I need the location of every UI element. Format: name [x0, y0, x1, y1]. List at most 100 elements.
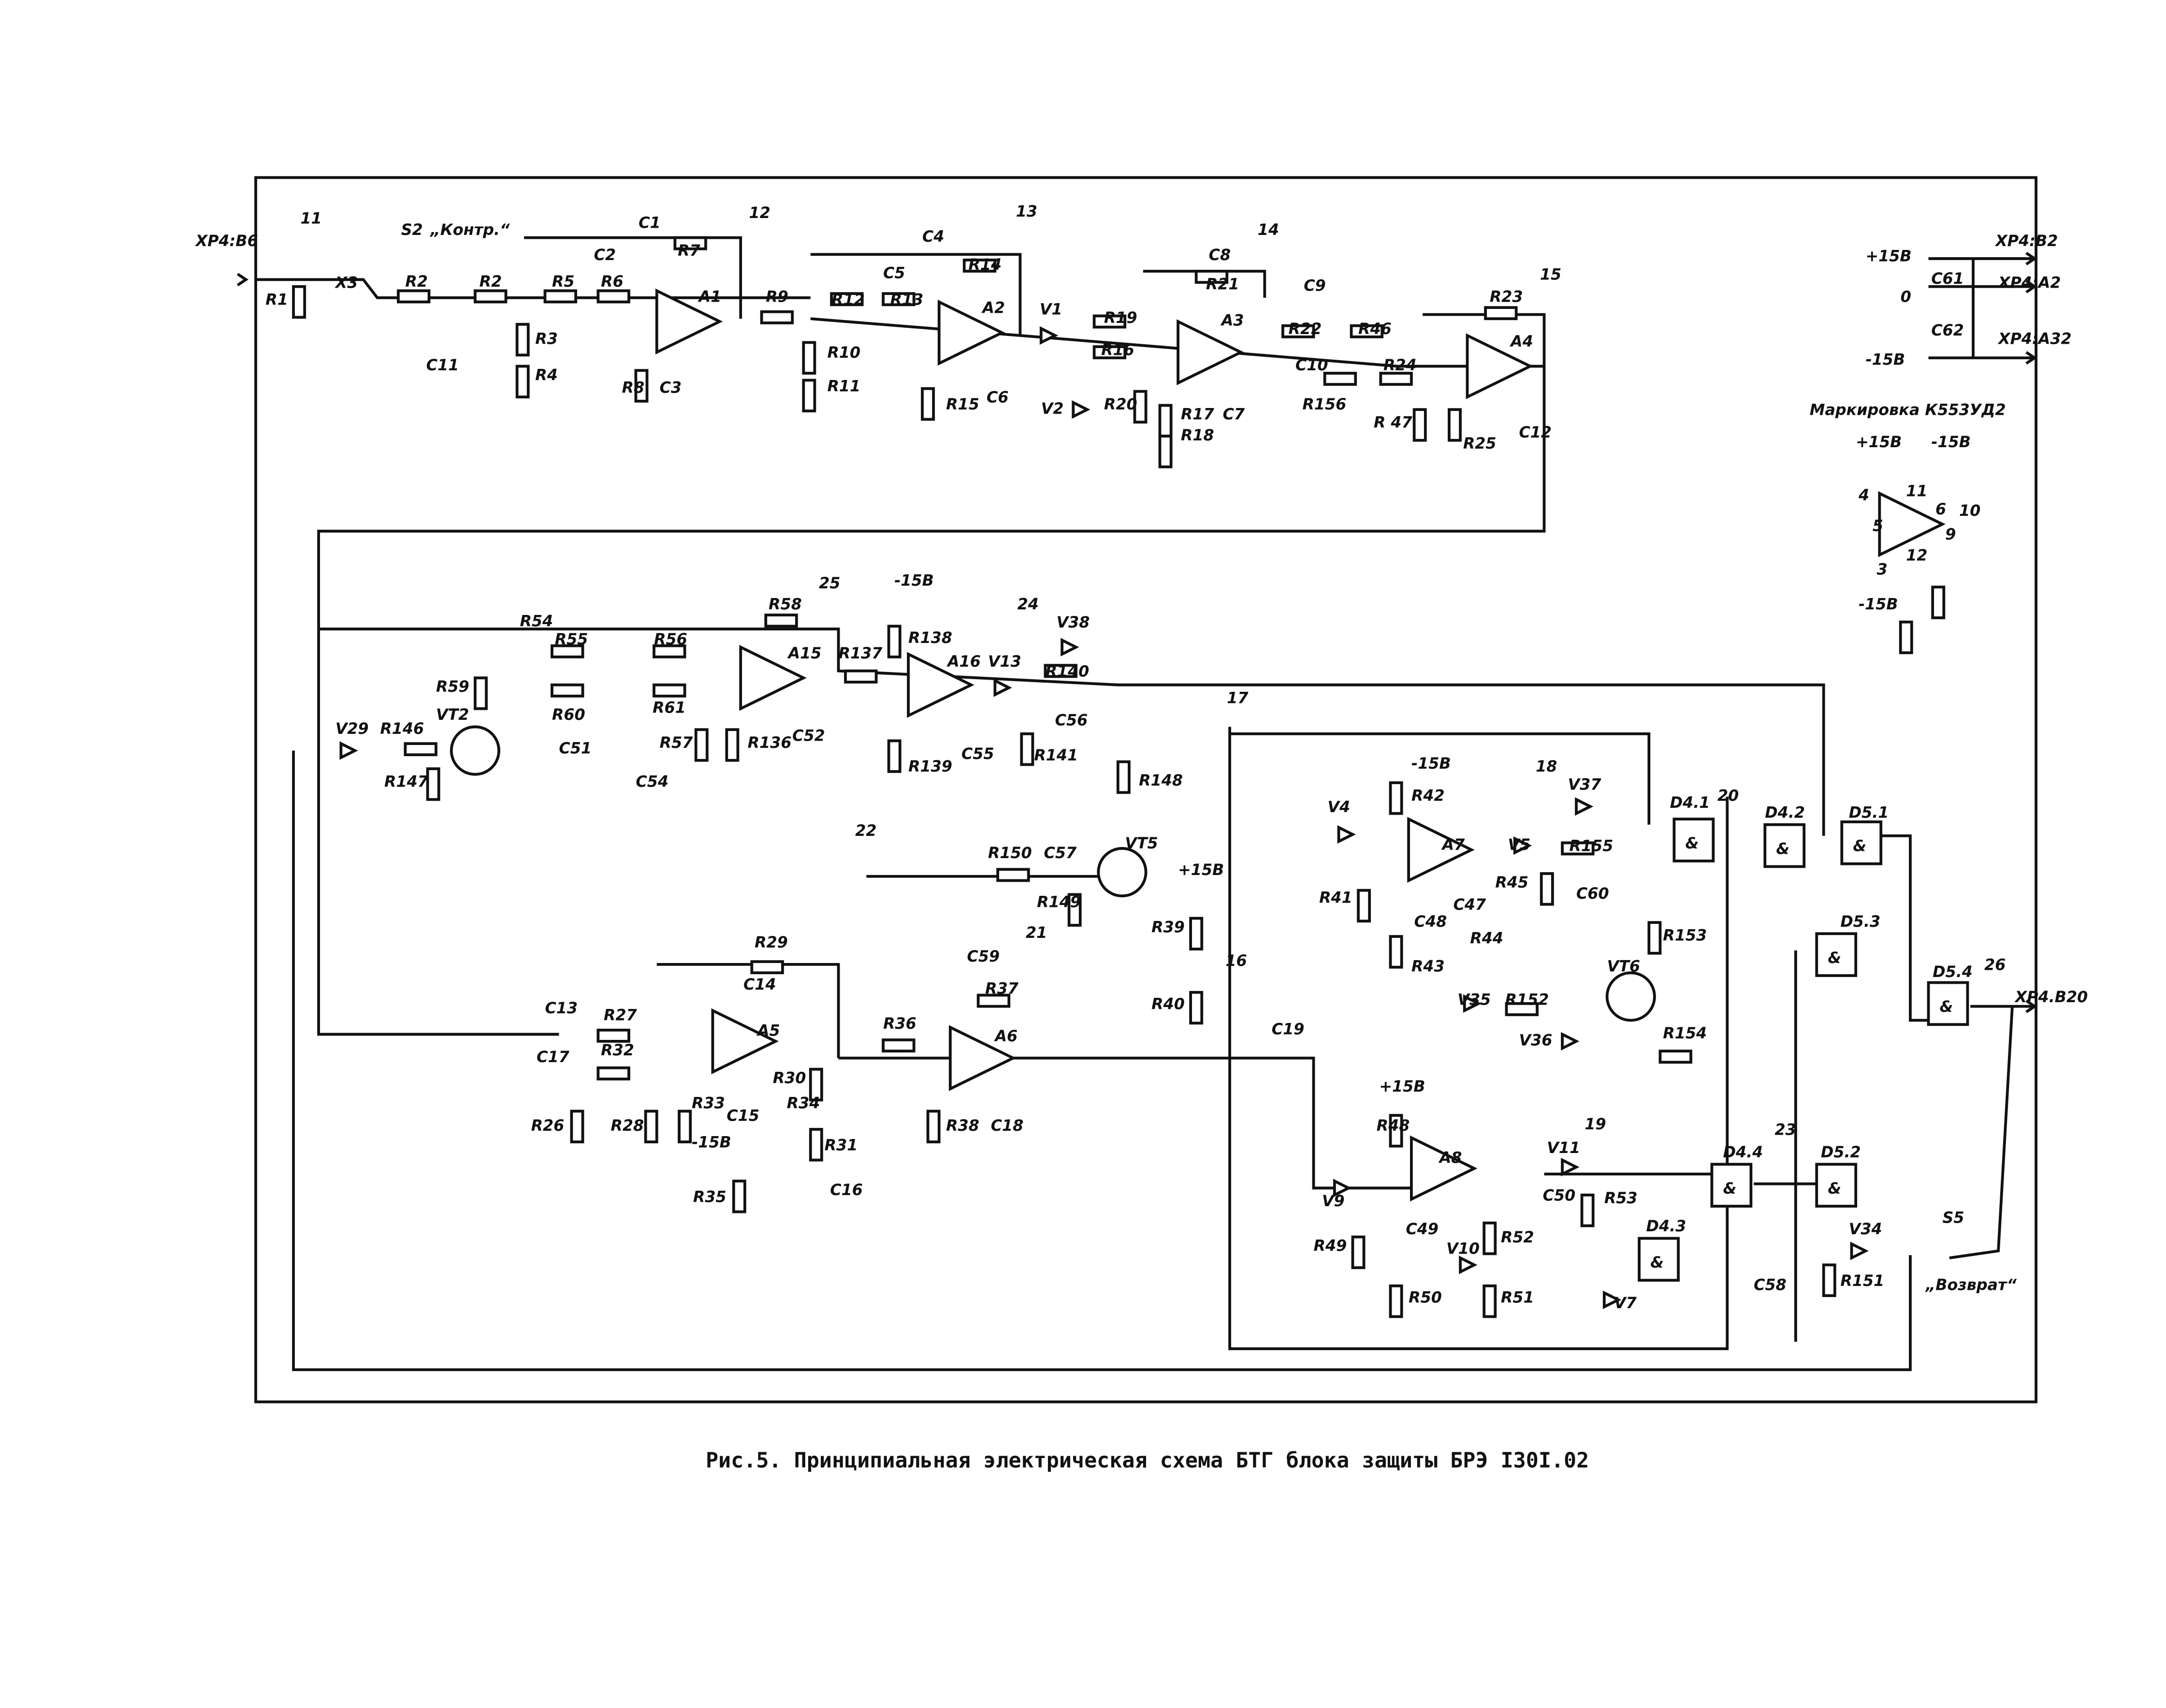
component-label: V1: [1040, 301, 1062, 319]
transistor-symbol: [1605, 971, 1656, 1022]
component-label: R11: [827, 378, 860, 395]
component-label: 13: [1016, 203, 1037, 220]
component-label: R146: [380, 720, 424, 738]
component-label: -15В: [692, 1134, 731, 1152]
transistor-symbol: [1097, 847, 1148, 898]
component-label: R138: [908, 629, 952, 647]
component-label: X3: [334, 274, 358, 292]
component-label: R153: [1663, 927, 1707, 945]
component-label: V11: [1547, 1139, 1580, 1157]
resistor: [551, 644, 584, 658]
diode-symbol: [339, 741, 358, 760]
and-gate-glyph: &: [1723, 1180, 1737, 1197]
resistor: [1484, 306, 1518, 321]
component-label: A1: [697, 288, 721, 306]
component-label: V29: [335, 720, 369, 738]
resistor: [830, 292, 864, 307]
resistor: [1357, 889, 1371, 923]
component-label: -15В: [894, 571, 934, 589]
component-label: S2: [401, 221, 423, 239]
resistor: [596, 1028, 630, 1043]
diode-symbol: [1072, 400, 1090, 419]
component-label: A8: [1438, 1149, 1462, 1167]
op-amp-symbol: [1177, 319, 1244, 385]
component-label: R25: [1463, 435, 1497, 453]
resistor: [750, 960, 784, 975]
component-label: R34: [787, 1095, 820, 1112]
component-label: C14: [743, 976, 776, 993]
component-label: 6: [1935, 500, 1946, 518]
component-label: R46: [1358, 320, 1392, 338]
component-label: 0: [1901, 288, 1911, 306]
diode-symbol: [1602, 1290, 1622, 1309]
transistor-symbol: [450, 725, 500, 776]
and-gate-symbol: [1672, 818, 1715, 862]
component-label: R41: [1319, 889, 1352, 907]
connector-arrow-icon: [236, 273, 249, 287]
component-label: 22: [855, 822, 876, 840]
resistor: [921, 387, 935, 421]
resistor: [1044, 664, 1077, 678]
resistor: [596, 289, 630, 304]
component-label: R 47: [1374, 414, 1413, 432]
component-label: A3: [1220, 312, 1244, 330]
and-gate-glyph: &: [1650, 1254, 1664, 1271]
resistor: [1281, 324, 1315, 338]
resistor: [1092, 345, 1127, 360]
component-label: R13: [890, 291, 924, 308]
component-label: +15В: [1856, 433, 1902, 451]
component-label: R48: [1377, 1117, 1410, 1135]
component-label: XP4.B20: [2014, 988, 2088, 1006]
component-label: R152: [1505, 991, 1549, 1009]
and-gate-symbol: [1815, 932, 1858, 977]
resistor: [1505, 1002, 1539, 1016]
resistor: [653, 683, 686, 698]
resistor: [634, 369, 649, 403]
resistor: [844, 669, 878, 684]
and-gate-glyph: &: [1828, 949, 1841, 967]
resistor: [764, 613, 798, 628]
component-label: D4.4: [1723, 1143, 1763, 1161]
component-label: 3: [1877, 560, 1888, 578]
component-label: C52: [792, 727, 825, 745]
component-label: R45: [1495, 874, 1528, 891]
connector-arrow-icon: [2025, 351, 2037, 365]
component-label: R56: [654, 630, 687, 648]
component-label: R54: [520, 612, 553, 630]
component-label: R27: [604, 1007, 638, 1024]
component-label: A2: [981, 299, 1005, 317]
component-label: R137: [839, 644, 883, 662]
component-label: R149: [1037, 893, 1081, 911]
component-label: C59: [967, 948, 1000, 965]
op-amp-symbol: [907, 652, 974, 718]
components: &&&&&&&&: [236, 236, 2037, 1318]
resistor: [596, 1066, 630, 1080]
component-label: S5: [1942, 1209, 1964, 1227]
component-label: R57: [660, 734, 694, 752]
component-label: +15В: [1379, 1078, 1425, 1095]
component-label: XP4:B2: [1994, 232, 2058, 250]
resistor: [760, 310, 794, 324]
component-label: C16: [830, 1181, 863, 1199]
and-gate-symbol: [1927, 981, 1969, 1026]
component-label: C19: [1272, 1020, 1305, 1038]
connector-arrow-icon: [2025, 251, 2037, 265]
component-label: 18: [1536, 758, 1557, 775]
and-gate-glyph: &: [1776, 840, 1789, 858]
resistor: [515, 322, 530, 357]
component-label: 20: [1717, 787, 1739, 805]
diode-symbol: [1337, 825, 1356, 844]
component-label: C49: [1406, 1220, 1439, 1238]
resistor: [1350, 324, 1384, 338]
resistor: [1189, 991, 1204, 1025]
component-label: C7: [1223, 405, 1245, 423]
component-label: C18: [991, 1117, 1024, 1135]
component-label: C10: [1295, 356, 1328, 374]
component-label: R140: [1045, 662, 1089, 680]
component-label: R8: [622, 379, 644, 396]
resistor: [1580, 1194, 1595, 1227]
component-label: R21: [1206, 276, 1239, 293]
resistor: [678, 1109, 692, 1143]
resistor: [1020, 732, 1034, 766]
